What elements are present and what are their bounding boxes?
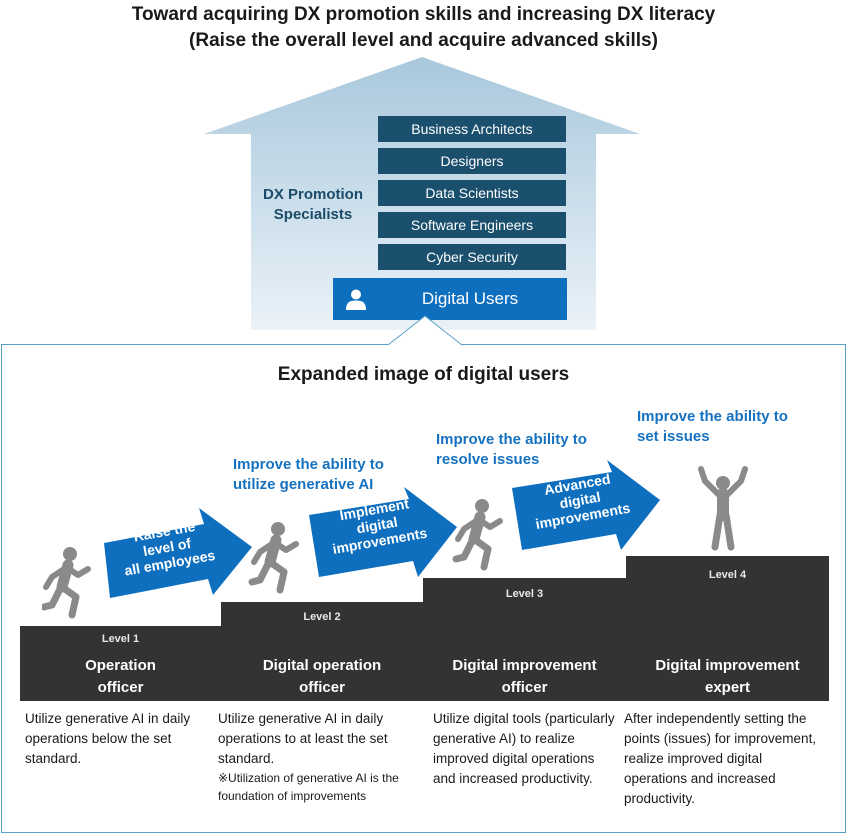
role-data-scientists: Data Scientists: [378, 180, 566, 206]
goal-note-1: Improve the ability to utilize generativ…: [233, 455, 384, 495]
arrow-icon: [512, 460, 660, 550]
level-2-note: ※Utilization of generative AI is the fou…: [218, 771, 399, 803]
level-3-role-line1: Digital improvement: [452, 657, 597, 674]
goal-note-2: Improve the ability to resolve issues: [436, 430, 587, 470]
level-4-description: After independently setting the points (…: [624, 709, 819, 809]
role-designers: Designers: [378, 148, 566, 174]
digital-users-box: Digital Users: [333, 278, 567, 320]
goal-note-1-line2: utilize generative AI: [233, 476, 374, 493]
running-person-icon: [42, 547, 91, 619]
dx-promotion-specialists-label: DX Promotion Specialists: [248, 185, 378, 225]
cheering-person-icon: [698, 466, 748, 551]
callout-notch: [387, 315, 463, 346]
digital-users-label: Digital Users: [421, 289, 519, 308]
level-2-role-line2: officer: [299, 679, 345, 696]
goal-note-1-line1: Improve the ability to: [233, 456, 384, 473]
level-2-role-line1: Digital operation: [262, 657, 382, 674]
arrow-icon: [309, 487, 457, 577]
level-1-role-line1: Operation: [85, 657, 156, 674]
role-software-engineers: Software Engineers: [378, 212, 566, 238]
level-2-label: Level 2: [303, 611, 341, 623]
step-level-3: [423, 578, 626, 701]
running-person-icon: [452, 499, 503, 571]
role-business-architects: Business Architects: [378, 116, 566, 142]
goal-note-3-line1: Improve the ability to: [637, 408, 788, 425]
level-3-role: Digital improvement officer: [423, 655, 626, 699]
arrow-icon: [104, 508, 252, 598]
level-4-label: Level 4: [708, 569, 747, 581]
goal-note-2-line1: Improve the ability to: [436, 431, 587, 448]
level-2-description: Utilize generative AI in daily operation…: [218, 709, 423, 805]
goal-note-2-line2: resolve issues: [436, 451, 540, 468]
step-level-1: [20, 626, 221, 701]
level-1-role: Operation officer: [20, 655, 221, 699]
step-level-2: [221, 602, 423, 701]
specialists-label-line1: DX Promotion: [263, 186, 363, 203]
level-3-role-line2: officer: [501, 679, 548, 696]
goal-note-3-line2: set issues: [637, 428, 710, 445]
level-3-description-text: Utilize digital tools (particularly gene…: [433, 711, 615, 786]
main-title-line2: (Raise the overall level and acquire adv…: [189, 30, 658, 51]
level-1-role-line2: officer: [97, 679, 144, 696]
level-4-role: Digital improvement expert: [626, 655, 829, 699]
level-4-role-line1: Digital improvement: [655, 657, 800, 674]
expanded-title: Expanded image of digital users: [277, 364, 570, 385]
level-3-label: Level 3: [505, 588, 544, 600]
goal-note-3: Improve the ability to set issues: [637, 407, 788, 447]
role-cyber-security: Cyber Security: [378, 244, 566, 270]
main-title-line1: Toward acquiring DX promotion skills and…: [131, 4, 716, 25]
level-4-role-line2: expert: [704, 679, 751, 696]
level-1-description-text: Utilize generative AI in daily operation…: [25, 711, 191, 766]
specialists-label-line2: Specialists: [273, 206, 353, 223]
level-2-role: Digital operation officer: [221, 655, 423, 699]
level-4-description-text: After independently setting the points (…: [624, 711, 817, 806]
level-1-description: Utilize generative AI in daily operation…: [25, 709, 215, 769]
level-2-description-text: Utilize generative AI in daily operation…: [218, 711, 388, 766]
step-level-4: [626, 556, 829, 701]
running-person-icon: [248, 522, 299, 594]
user-icon: [346, 289, 366, 310]
level-1-label: Level 1: [101, 633, 140, 645]
level-3-description: Utilize digital tools (particularly gene…: [433, 709, 618, 789]
